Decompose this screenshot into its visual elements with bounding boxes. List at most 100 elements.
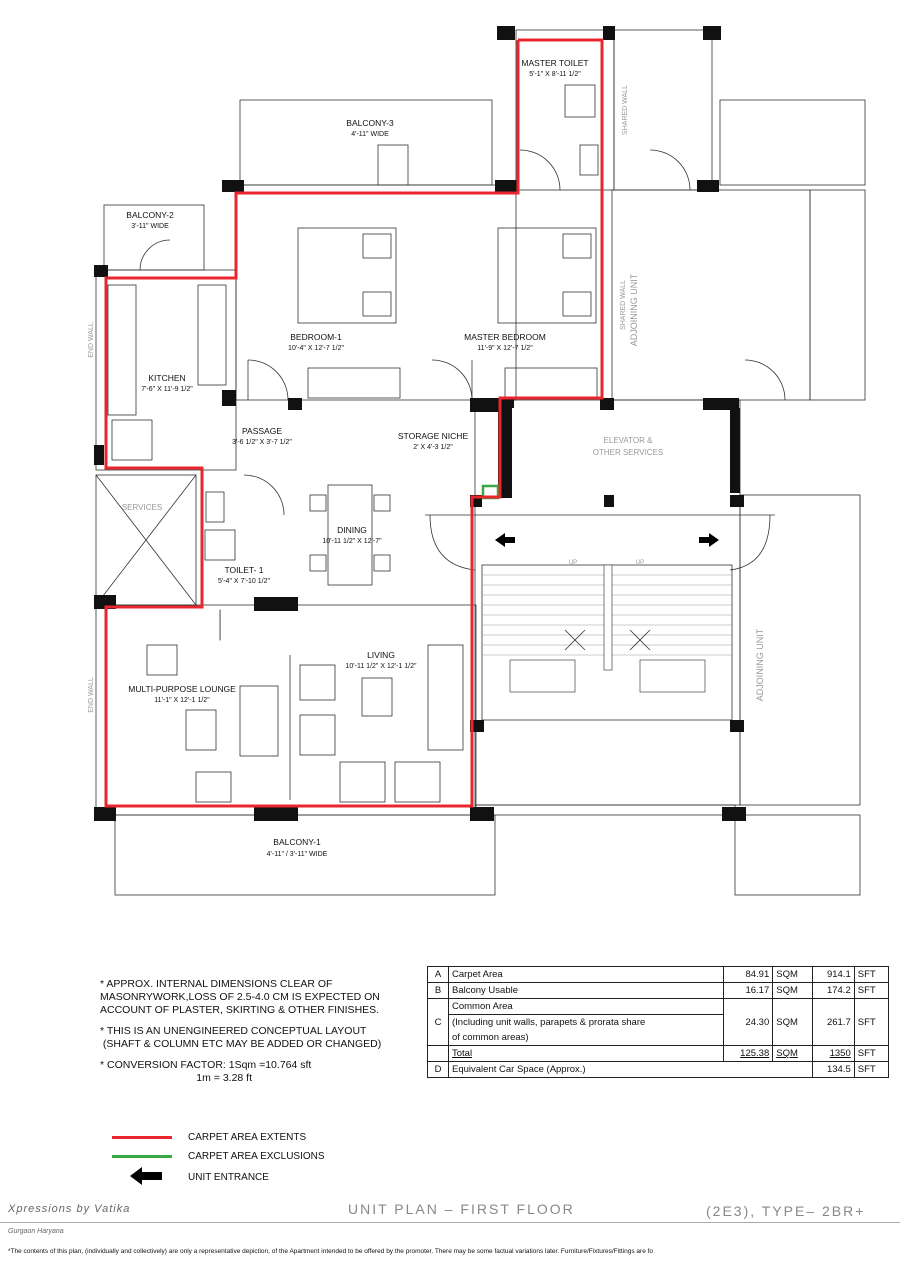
entrance-arrow-left [495,533,515,547]
end-wall-label-bottom: END WALL [88,677,95,713]
services-label: SERVICES [122,503,162,512]
legend-swatch-red [112,1136,172,1139]
location: Gurgaon Haryana [8,1228,64,1235]
disclaimer: *The contents of this plan, (individuall… [8,1248,654,1255]
row-sft: 914.1 [811,966,855,983]
table-row: D Equivalent Car Space (Approx.) 134.5 S… [427,1061,890,1078]
balcony3-dim: 4'-11" WIDE [351,131,389,138]
dining-name: DINING [337,525,367,535]
wall-outlines [95,29,866,896]
kitchen-name: KITCHEN [148,373,185,383]
row-sft-unit: SFT [853,982,890,999]
note-dimensions: * APPROX. INTERNAL DIMENSIONS CLEAR OF M… [100,978,383,1016]
legend-label-carpet: CARPET AREA EXTENTS [188,1132,307,1143]
row-label: Carpet Area [448,966,724,983]
row-sqm-unit: SQM [772,1045,813,1062]
row-sft-unit: SFT [853,966,890,983]
bedroom1-dim: 10'-4" X 12'-7 1/2" [288,345,344,352]
legend: CARPET AREA EXTENTS CARPET AREA EXCLUSIO… [112,1128,325,1187]
row-label: Balcony Usable [448,982,724,999]
legend-swatch-green [112,1155,172,1158]
shared-wall-label-mid: SHARED WALL [620,280,627,330]
row-label: Total [448,1045,724,1062]
balcony1-name: BALCONY-1 [273,837,321,847]
footer-divider [0,1222,900,1223]
row-sft-unit: SFT [853,998,890,1046]
shared-wall-label-top: SHARED WALL [622,85,629,135]
row-label: Common Area [448,998,724,1015]
adjoining-unit-label-right: ADJOINING UNIT [755,628,765,701]
arrow-left-icon [112,1165,172,1190]
carpet-area-boundary [104,38,604,808]
table-row: C Common Area 24.30 SQM 261.7 SFT [427,998,890,1046]
row-sft: 1350 [811,1045,855,1062]
row-letter [427,1045,449,1062]
toilet1-dim: 5'-4" X 7'-10 1/2" [218,578,271,585]
end-wall-label-top: END WALL [88,322,95,358]
row-letter: A [427,966,449,983]
row-sqm-unit: SQM [772,982,813,999]
row-sqm-unit: SQM [772,998,813,1046]
row-sqm: 125.38 [722,1045,774,1062]
lounge-dim: 11'-1" X 12'-1 1/2" [154,697,210,704]
balcony2-name: BALCONY-2 [126,210,174,220]
toilet1-name: TOILET- 1 [224,565,263,575]
lounge-name: MULTI-PURPOSE LOUNGE [128,684,236,694]
legend-item-exclusions: CARPET AREA EXCLUSIONS [112,1147,325,1166]
legend-label-exclusions: CARPET AREA EXCLUSIONS [188,1151,325,1162]
row-label: Equivalent Car Space (Approx.) [448,1061,813,1078]
row-sqm: 16.17 [722,982,774,999]
up-label-1: UP [569,560,577,566]
passage-dim: 3'-6 1/2" X 3'-7 1/2" [232,439,292,446]
legend-item-carpet: CARPET AREA EXTENTS [112,1128,325,1147]
balcony3-name: BALCONY-3 [346,118,394,128]
floor-plan: MASTER TOILET 5'-1" X 8'-11 1/2" BALCONY… [88,26,866,896]
row-sft: 261.7 [811,998,855,1046]
row-letter: B [427,982,449,999]
columns [94,26,746,821]
adjoining-unit-label-mid: ADJOINING UNIT [629,273,639,346]
living-dim: 10'-11 1/2" X 12'-1 1/2" [346,663,417,670]
dining-dim: 10'-11 1/2" X 12'-7" [322,538,382,545]
legend-label-entrance: UNIT ENTRANCE [188,1172,269,1183]
balcony2-dim: 3'-11" WIDE [131,223,169,230]
balcony1-dim: 4'-11" / 3'-11" WIDE [267,851,328,858]
elevator-label-2: OTHER SERVICES [593,448,664,457]
passage-name: PASSAGE [242,426,282,436]
table-row: B Balcony Usable 16.17 SQM 174.2 SFT [427,982,890,999]
row-label-3: of common areas) [448,1030,724,1046]
staircase [425,514,775,721]
master-bedroom-dim: 11'-9" X 12'-7 1/2" [477,345,533,352]
door-swings [139,149,786,516]
unit-type: (2E3), TYPE– 2BR+ [706,1203,866,1219]
plan-title: UNIT PLAN – FIRST FLOOR [348,1201,575,1217]
row-sft: 134.5 [811,1061,855,1078]
furniture [107,84,599,803]
table-row: A Carpet Area 84.91 SQM 914.1 SFT [427,966,890,983]
notes: * APPROX. INTERNAL DIMENSIONS CLEAR OF M… [100,978,400,1093]
row-sft-unit: SFT [853,1061,890,1078]
row-sqm: 24.30 [722,998,774,1046]
row-sft: 174.2 [811,982,855,999]
bedroom1-name: BEDROOM-1 [290,332,342,342]
entrance-arrow-right [699,533,719,547]
note-conversion: * CONVERSION FACTOR: 1Sqm =10.764 sft 1m… [100,1059,312,1084]
row-sqm-unit: SQM [772,966,813,983]
table-row: (Including unit walls, parapets & prorat… [428,1014,889,1030]
elevator-label-1: ELEVATOR & [604,436,654,445]
area-table: A Carpet Area 84.91 SQM 914.1 SFT B Balc… [427,966,890,1078]
legend-item-entrance: UNIT ENTRANCE [112,1165,325,1190]
row-letter: C [427,998,449,1046]
kitchen-dim: 7'-6" X 11'-9 1/2" [141,386,193,393]
master-bedroom-name: MASTER BEDROOM [464,332,546,342]
storage-name: STORAGE NICHE [398,431,469,441]
note-conceptual: * THIS IS AN UNENGINEERED CONCEPTUAL LAY… [100,1025,382,1050]
row-letter: D [427,1061,449,1078]
master-toilet-dim: 5'-1" X 8'-11 1/2" [529,71,581,78]
brand-name: Xpressions by Vatika [8,1203,131,1215]
row-sft-unit: SFT [853,1045,890,1062]
row-sqm: 84.91 [722,966,774,983]
living-name: LIVING [367,650,395,660]
master-toilet-name: MASTER TOILET [521,58,588,68]
row-label-2: (Including unit walls, parapets & prorat… [448,1014,724,1030]
